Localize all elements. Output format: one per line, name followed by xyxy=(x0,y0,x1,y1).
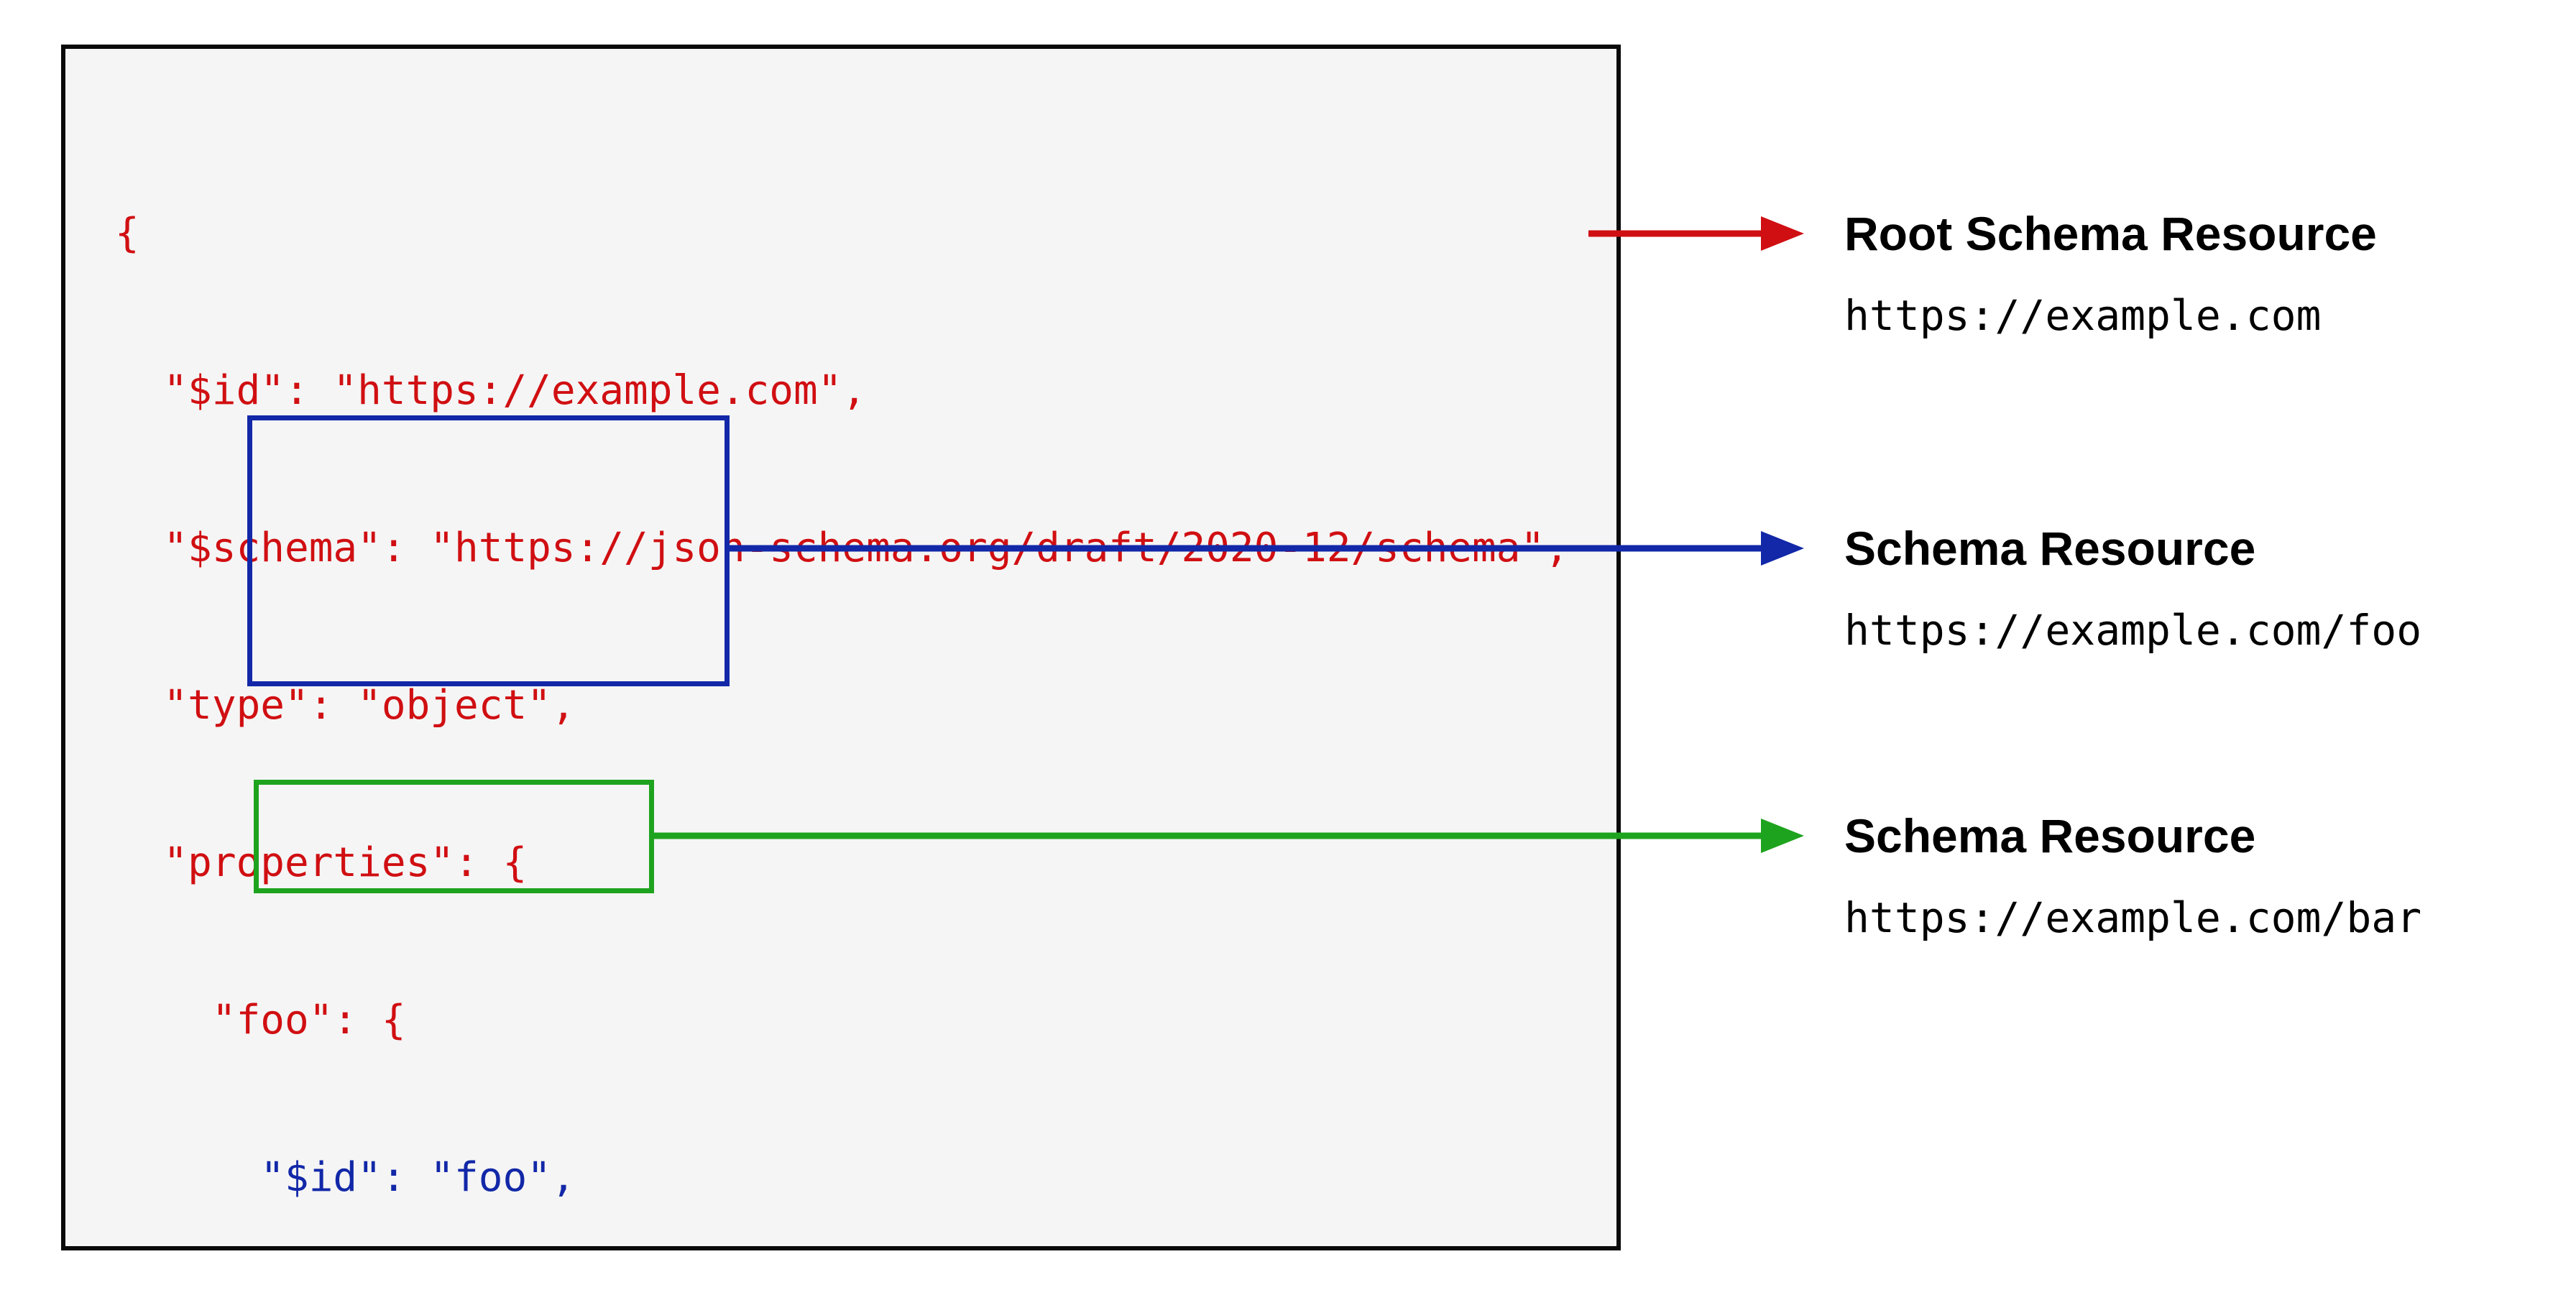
annotation-url: https://example.com/foo xyxy=(1844,606,2422,655)
annotation-bar-schema-resource: Schema Resource https://example.com/bar xyxy=(1844,812,2421,939)
annotation-url: https://example.com xyxy=(1844,291,2322,340)
code-line: "$id": "https://example.com", xyxy=(115,367,867,414)
code-line: "properties": { xyxy=(115,839,528,886)
annotation-url: https://example.com/bar xyxy=(1844,893,2422,942)
annotation-heading: Schema Resource xyxy=(1844,522,2256,575)
code-line: "$id": "foo", xyxy=(115,1154,576,1201)
annotation-heading: Schema Resource xyxy=(1844,809,2256,862)
bar-schema-resource-box xyxy=(254,780,654,893)
annotation-foo-schema-resource: Schema Resource https://example.com/foo xyxy=(1844,525,2421,651)
root-schema-arrow xyxy=(1588,216,1804,251)
code-line: "type": "object", xyxy=(115,682,576,729)
annotation-root-schema-resource: Root Schema Resource https://example.com xyxy=(1844,210,2377,336)
schema-code-panel xyxy=(61,45,1621,1250)
foo-schema-resource-box xyxy=(247,415,730,686)
annotation-heading: Root Schema Resource xyxy=(1844,207,2377,260)
schema-code-block: { "$id": "https://example.com", "$schema… xyxy=(115,102,1569,1295)
code-line: { xyxy=(115,210,139,257)
code-line: "foo": { xyxy=(115,997,406,1043)
